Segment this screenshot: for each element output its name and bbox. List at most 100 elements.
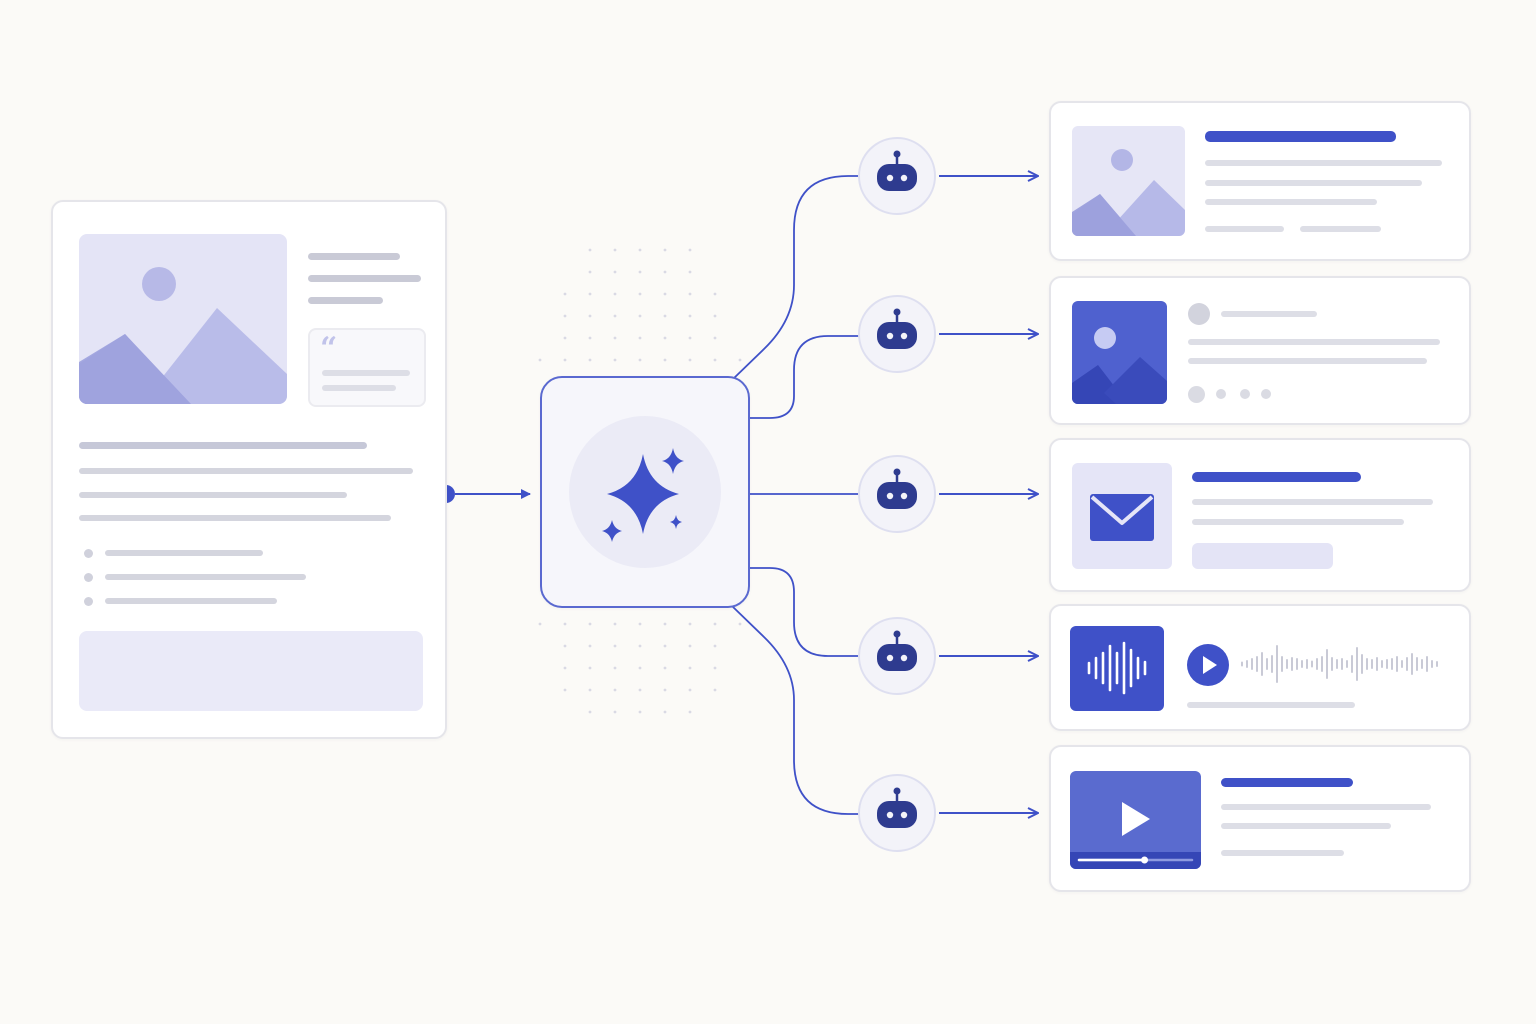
output-card-email — [1049, 438, 1471, 592]
quote-text-line — [322, 370, 410, 376]
sidebar-text-line — [308, 253, 400, 260]
grid-dot — [563, 688, 567, 692]
grid-dot — [613, 622, 617, 626]
grid-dot — [588, 314, 592, 318]
agent-node-2 — [858, 295, 936, 373]
grid-dot — [663, 710, 667, 714]
grid-dot — [663, 666, 667, 670]
grid-dot — [588, 248, 592, 252]
grid-dot — [688, 688, 692, 692]
grid-dot — [663, 688, 667, 692]
grid-dot — [688, 270, 692, 274]
grid-dot — [638, 622, 642, 626]
text-line — [1205, 160, 1442, 166]
sidebar-text-line — [308, 275, 421, 282]
grid-dot — [638, 314, 642, 318]
grid-dot — [588, 710, 592, 714]
grid-dot — [738, 358, 742, 362]
grid-dot — [638, 336, 642, 340]
grid-dot — [663, 644, 667, 648]
output-card-video — [1049, 745, 1471, 892]
source-document-card: “ — [51, 200, 447, 739]
grid-dot — [613, 248, 617, 252]
agent-node-1 — [858, 137, 936, 215]
robot-icon — [877, 630, 917, 671]
subject-line — [1192, 472, 1361, 482]
article-text-line — [79, 468, 413, 474]
dot-grid-background — [538, 248, 742, 714]
hub-to-agent-5-connector — [731, 605, 860, 815]
username-line — [1221, 311, 1317, 317]
output-card-article — [1049, 101, 1471, 261]
grid-dot — [538, 358, 542, 362]
hero-image — [79, 234, 287, 404]
text-line — [1205, 199, 1377, 205]
quote-text-line — [322, 385, 396, 391]
grid-dot — [588, 358, 592, 362]
grid-dot — [563, 622, 567, 626]
grid-dot — [613, 314, 617, 318]
text-line — [1221, 850, 1344, 856]
grid-dot — [563, 314, 567, 318]
grid-dot — [663, 336, 667, 340]
progress-knob — [1141, 856, 1149, 864]
grid-dot — [563, 644, 567, 648]
video-title-line — [1221, 778, 1353, 787]
grid-dot — [713, 644, 717, 648]
bullet-dot — [84, 597, 93, 606]
video-progress-bar — [1077, 856, 1194, 864]
grid-dot — [638, 248, 642, 252]
grid-dot — [613, 710, 617, 714]
audio-caption-line — [1187, 702, 1355, 708]
grid-dot — [713, 622, 717, 626]
reaction-dot — [1240, 389, 1250, 399]
cta-button — [1192, 543, 1333, 569]
text-line — [1192, 499, 1433, 505]
hub-to-agent-4-connector — [748, 567, 860, 657]
thumbnail-image — [1072, 126, 1185, 236]
mail-thumbnail — [1072, 463, 1172, 569]
grid-dot — [613, 666, 617, 670]
sparkles-icon — [602, 448, 684, 542]
quote-block: “ — [308, 328, 426, 407]
grid-dot — [688, 358, 692, 362]
grid-dot — [713, 292, 717, 296]
grid-dot — [688, 644, 692, 648]
waveform-bars — [1241, 645, 1438, 683]
image-icon — [1072, 149, 1185, 236]
reaction-dot — [1216, 389, 1226, 399]
grid-dot — [613, 270, 617, 274]
grid-dot — [688, 710, 692, 714]
text-line — [1221, 823, 1391, 829]
headline-line — [1205, 131, 1396, 142]
grid-dot — [638, 666, 642, 670]
quote-icon: “ — [320, 331, 338, 366]
grid-dot — [688, 292, 692, 296]
footer-block — [79, 631, 423, 711]
bullet-text-line — [105, 574, 306, 580]
output-card-audio — [1049, 604, 1471, 731]
grid-dot — [663, 270, 667, 274]
agent-node-4 — [858, 617, 936, 695]
robot-icon — [877, 787, 917, 828]
image-icon — [1072, 327, 1167, 404]
mail-icon — [1090, 494, 1154, 541]
text-line — [1188, 339, 1440, 345]
grid-dot — [738, 622, 742, 626]
grid-dot — [588, 688, 592, 692]
reaction-dot — [1261, 389, 1271, 399]
grid-dot — [663, 248, 667, 252]
avatar — [1188, 303, 1210, 325]
grid-dot — [563, 292, 567, 296]
bullet-text-line — [105, 550, 263, 556]
robot-icon — [877, 150, 917, 191]
bullet-text-line — [105, 598, 277, 604]
image-icon — [79, 267, 287, 404]
grid-dot — [688, 336, 692, 340]
waveform-icon — [1087, 641, 1147, 695]
play-icon — [1203, 656, 1217, 674]
grid-dot — [638, 292, 642, 296]
agent-node-3 — [858, 455, 936, 533]
grid-dot — [613, 336, 617, 340]
